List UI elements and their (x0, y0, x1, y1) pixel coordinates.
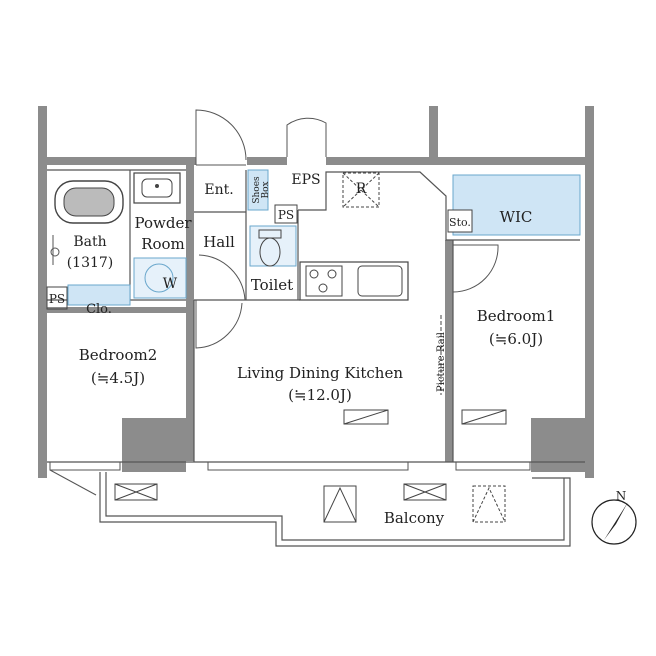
closet-area (67, 284, 131, 306)
compass-north-label: N (616, 489, 627, 503)
shoes-box-area (247, 169, 269, 211)
walls (38, 106, 594, 478)
picture-rail-label: Picture Rail (436, 332, 447, 392)
bath-label: Bath (73, 234, 106, 250)
shoes-box-label-1: Shoes (252, 176, 262, 204)
toilet-label: Toilet (251, 276, 293, 294)
bedroom1-label: Bedroom1 (477, 307, 556, 325)
refrigerator-label: R (356, 181, 367, 197)
shoes-box-label-2: Box (261, 181, 271, 198)
closet-label: Clo. (86, 302, 112, 317)
eps-label: EPS (291, 172, 320, 188)
bath-size-label: (1317) (67, 255, 114, 271)
bedroom2-size-label: (≒4.5J) (91, 369, 145, 387)
hall-label: Hall (203, 233, 235, 251)
compass-icon: N (591, 489, 637, 545)
vent-symbols (343, 409, 507, 425)
ps-box (274, 204, 298, 224)
eps-door[interactable] (286, 117, 327, 157)
hall-door[interactable] (196, 254, 246, 301)
washer-label: W (163, 276, 178, 292)
entrance-label: Ent. (204, 182, 233, 198)
balcony-outline (99, 472, 571, 547)
windows (49, 461, 531, 471)
ps-top-label: PS (278, 208, 294, 222)
bathtub (54, 180, 124, 224)
shower-icon (50, 235, 60, 265)
bedroom2-label: Bedroom2 (79, 346, 158, 364)
wic-label: WIC (500, 208, 533, 226)
ps-box-left (46, 286, 68, 310)
refrigerator-space (342, 172, 380, 208)
ps-left-label: PS (49, 292, 65, 306)
ldk-label: Living Dining Kitchen (237, 364, 403, 382)
ldk-door[interactable] (195, 300, 243, 349)
powder-room-label-2: Room (141, 235, 185, 253)
washer (133, 257, 187, 299)
powder-room-label-1: Powder (134, 214, 192, 232)
ldk-size-label: (≒12.0J) (288, 386, 352, 404)
entrance-door[interactable] (195, 109, 247, 166)
room-labels: Bath (1317) Powder Room W Ent. Shoes Box… (49, 172, 555, 527)
wic-area (447, 174, 581, 236)
kitchen-counter (299, 261, 409, 301)
toilet-fixture (249, 225, 297, 267)
bedroom1-size-label: (≒6.0J) (489, 330, 543, 348)
balcony-fixtures (114, 483, 506, 523)
balcony-label: Balcony (384, 509, 445, 527)
storage-label: Sto. (449, 216, 471, 229)
bedroom2-balcony-door[interactable] (49, 469, 97, 496)
washbasin (133, 172, 181, 204)
bedroom1-door[interactable] (452, 244, 499, 293)
